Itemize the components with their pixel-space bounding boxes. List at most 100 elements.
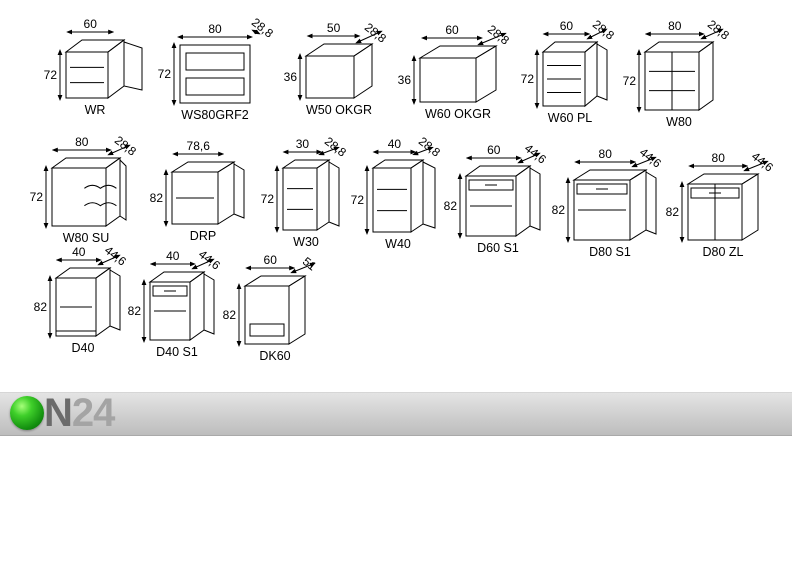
drawer-front xyxy=(468,179,514,191)
door-open xyxy=(203,273,215,335)
depth-value: 28,8 xyxy=(322,134,349,160)
cabinet-code-label: D80 ZL xyxy=(703,245,744,259)
cabinet-side xyxy=(410,159,424,233)
cabinet-top xyxy=(464,165,532,177)
cabinet-code-label: DK60 xyxy=(259,349,290,363)
depth-value: 28,8 xyxy=(705,17,732,43)
cabinet-front xyxy=(51,167,107,227)
cabinet-side xyxy=(189,271,205,341)
cabinet-code-label: W80 xyxy=(666,115,692,129)
width-value: 60 xyxy=(487,143,501,157)
depth-dimension xyxy=(290,262,316,274)
width-value: 80 xyxy=(668,19,682,33)
door-open xyxy=(645,171,657,235)
depth-value: 44,6 xyxy=(637,145,664,171)
cabinet-side xyxy=(288,275,306,345)
width-value: 80 xyxy=(208,22,222,36)
cabinet-code-label: WR xyxy=(85,103,106,117)
height-value: 72 xyxy=(44,68,58,82)
height-value: 72 xyxy=(30,190,44,204)
door-open xyxy=(109,269,121,331)
depth-dimension xyxy=(517,152,541,164)
depth-value: 28,8 xyxy=(362,20,389,46)
height-value: 72 xyxy=(158,67,172,81)
height-value: 72 xyxy=(261,192,275,206)
door-open xyxy=(328,161,340,227)
height-value: 82 xyxy=(223,308,237,322)
height-value: 82 xyxy=(552,203,566,217)
oven-drawer xyxy=(249,323,285,337)
cabinet-side xyxy=(475,45,497,103)
logo-ball-icon xyxy=(10,396,44,430)
cabinet-side xyxy=(629,169,647,241)
cabinet-front xyxy=(372,167,412,233)
cabinet-side xyxy=(95,267,111,337)
width-value: 80 xyxy=(712,151,726,165)
width-value: 40 xyxy=(388,137,402,151)
height-value: 82 xyxy=(128,304,142,318)
cabinet-top xyxy=(686,173,760,185)
cabinet-top xyxy=(50,157,122,169)
depth-value: 28,8 xyxy=(249,15,276,41)
cabinet-front xyxy=(244,285,290,345)
width-value: 40 xyxy=(72,245,86,259)
height-value: 82 xyxy=(34,300,48,314)
width-value: 40 xyxy=(166,249,180,263)
depth-value: 44,6 xyxy=(102,243,129,269)
depth-value: 51 xyxy=(300,254,319,273)
cabinet-front xyxy=(419,57,477,103)
cabinet-top xyxy=(148,271,206,283)
door-open xyxy=(119,158,127,221)
depth-dimension xyxy=(743,160,769,172)
depth-value: 28,8 xyxy=(112,133,139,159)
width-value: 30 xyxy=(296,137,310,151)
cabinet-top xyxy=(418,45,498,59)
cabinet-side xyxy=(584,40,598,108)
depth-value: 28,8 xyxy=(416,134,443,160)
width-value: 60 xyxy=(445,23,459,37)
width-value: 50 xyxy=(327,21,341,35)
door-open xyxy=(422,161,436,229)
drawer-front xyxy=(690,187,740,199)
depth-dimension xyxy=(191,258,215,270)
width-value: 80 xyxy=(599,147,613,161)
cabinet-top xyxy=(243,275,307,287)
depth-dimension xyxy=(97,254,121,266)
cabinet-code-label: W60 PL xyxy=(548,111,593,125)
depth-value: 28,8 xyxy=(485,22,512,48)
depth-dimension xyxy=(477,32,507,46)
panel-upper xyxy=(185,52,245,71)
cabinet-front xyxy=(305,55,355,99)
depth-dimension xyxy=(412,146,434,156)
cabinet-code-label: D80 S1 xyxy=(589,245,631,259)
cabinet-code-label: W60 OKGR xyxy=(425,107,491,121)
depth-value: 44,6 xyxy=(522,141,549,167)
door-open xyxy=(123,41,143,91)
cabinet-side xyxy=(741,173,759,241)
cabinet-code-label: DRP xyxy=(190,229,216,243)
brand-bar: N24 xyxy=(0,391,792,436)
width-value: 60 xyxy=(264,253,278,267)
cabinet-code-label: W50 OKGR xyxy=(306,103,372,117)
brand-logo: N24 xyxy=(44,391,115,435)
depth-value: 44,6 xyxy=(196,247,223,273)
cabinet-side xyxy=(353,43,373,99)
door-open xyxy=(596,43,608,101)
height-value: 82 xyxy=(444,199,458,213)
cabinet-top xyxy=(541,41,599,53)
cabinet-front xyxy=(282,167,318,231)
cabinet-side xyxy=(107,39,125,99)
cabinet-top xyxy=(643,41,715,53)
